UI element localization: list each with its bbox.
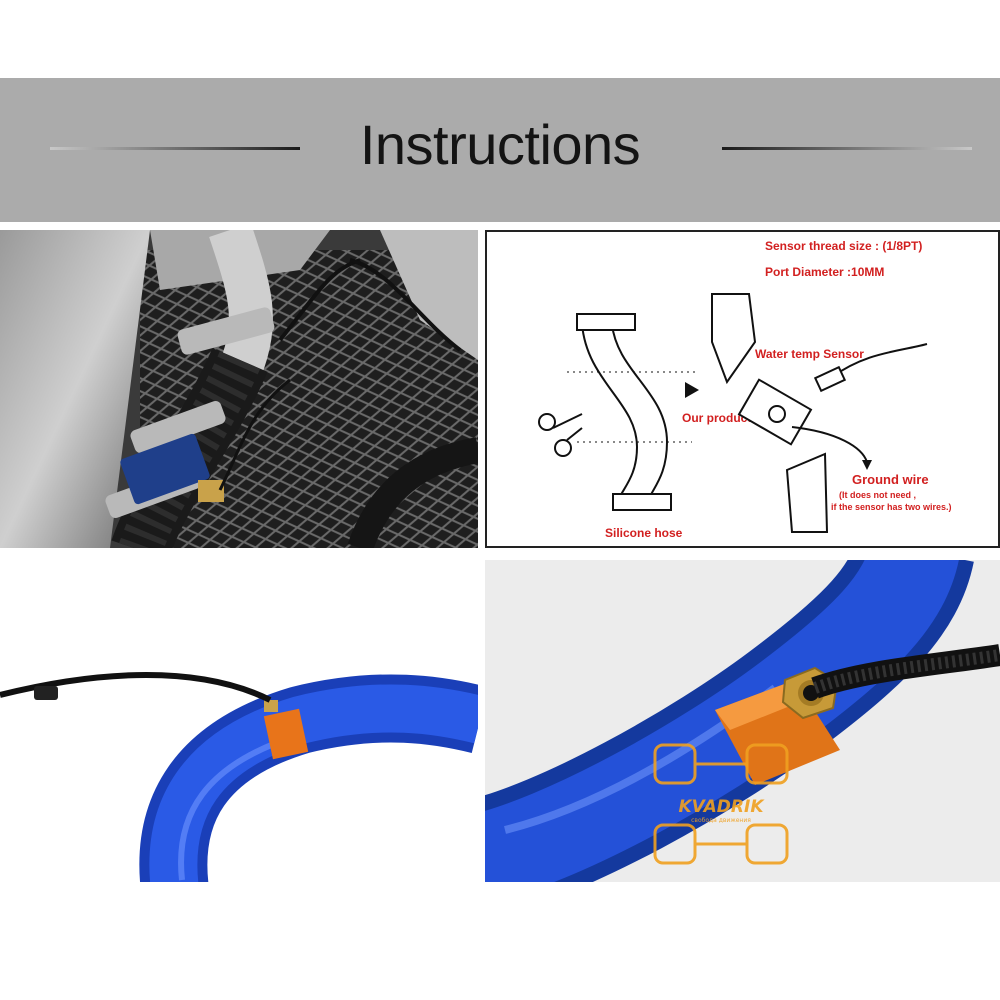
our-product-label: Our product	[682, 411, 751, 425]
scissors-icon	[538, 413, 583, 457]
ground-wire-label: Ground wire	[852, 472, 929, 487]
instructions-banner	[0, 78, 1000, 222]
kvadrik-logo: KVADRIK свобода движения	[653, 743, 789, 865]
banner-divider-left	[50, 147, 300, 150]
adapter-drawing	[737, 378, 813, 446]
arrow-icon	[685, 382, 699, 398]
ground-note-line2: if the sensor has two wires.)	[831, 502, 952, 512]
silicone-hose-label: Silicone hose	[605, 526, 683, 540]
port-diameter-label: Port Diameter :10MM	[765, 265, 884, 279]
watermark-tagline: свобода движения	[691, 817, 751, 824]
sensor-thread-label: Sensor thread size : (1/8PT)	[765, 239, 922, 253]
page-title: Instructions	[359, 113, 641, 176]
engine-bay-photo	[0, 230, 478, 548]
blue-hose-photo	[0, 560, 478, 882]
watermark-brand: KVADRIK	[678, 797, 765, 817]
ground-note-line1: (It does not need ,	[839, 490, 916, 500]
banner-divider-right	[722, 147, 972, 150]
installation-diagram: Sensor thread size : (1/8PT) Port Diamet…	[485, 230, 1000, 548]
adapter-closeup-photo: KVADRIK свобода движения	[485, 560, 1000, 882]
silicone-hose-drawing	[567, 313, 697, 511]
water-temp-sensor-label: Water temp Sensor	[755, 347, 864, 361]
